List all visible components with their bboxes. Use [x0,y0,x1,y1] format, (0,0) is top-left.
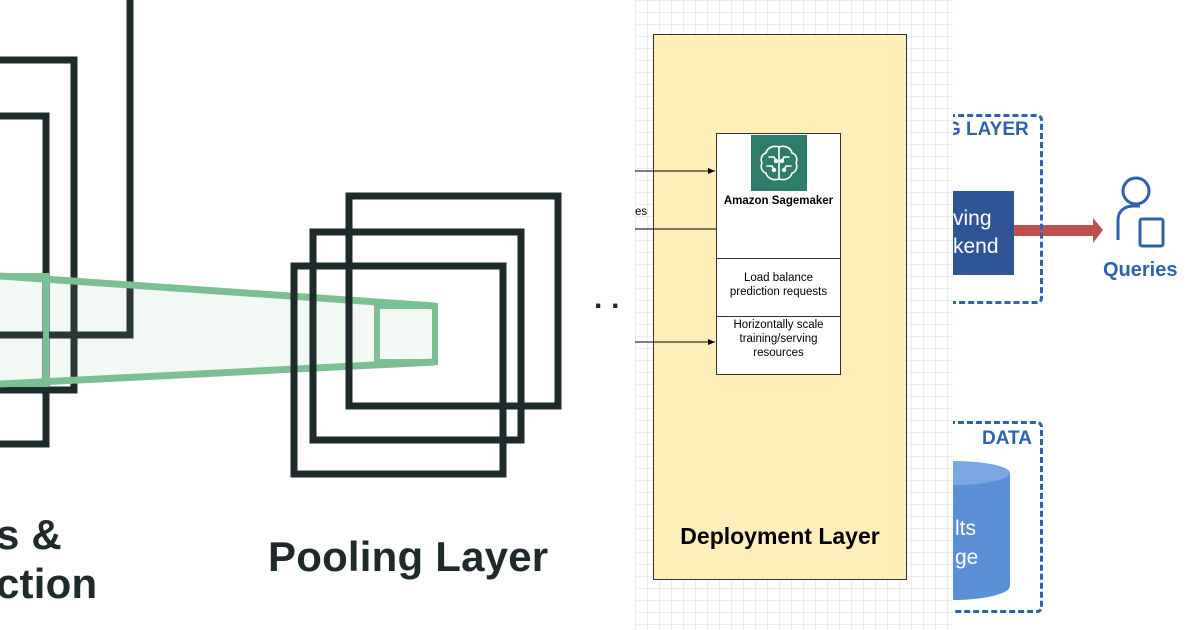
storage-text-fragment: ge [955,546,979,569]
pooling-map-frame [309,228,525,444]
serving-panel: G LAYER DATA ving kend Queries lts ge [953,0,1200,630]
user-device-icon [1116,176,1165,248]
separator-dots: . . [594,282,620,315]
horizontal-scale-text: Horizontally scale training/serving reso… [733,319,824,359]
sagemaker-label: Amazon Sagemaker [723,195,834,207]
storage-cylinder [953,461,1010,600]
deployment-panel: Deployment Layer Amazon Sa [635,0,953,630]
pooling-kernel-window [374,303,438,365]
storage-text-fragment: lts [955,517,976,540]
input-kernel-window [0,273,49,387]
pooling-layer-label: Pooling Layer [268,533,549,580]
projection-cone [0,276,435,384]
edge-label-fragment: es [635,206,648,218]
component-divider [717,316,840,317]
layer-label-fragment: ction [0,560,98,607]
serving-layer-heading: G LAYER [953,119,1029,140]
pooling-map-frame [345,192,562,410]
feature-map-frame [0,0,134,339]
backend-text-fragment: kend [953,235,999,258]
feature-map-frame [0,56,78,394]
cnn-diagram [0,0,562,478]
serving-layer-box: G LAYER [953,114,1043,304]
layer-label-fragment: s & [0,511,62,558]
deployment-layer-title: Deployment Layer [680,523,880,549]
serving-backend-block: ving kend [953,191,1014,275]
component-divider [717,258,840,259]
load-balance-text: Load balance prediction requests [729,272,828,298]
backend-text-fragment: ving [953,207,992,230]
deploy-connectors [635,168,716,345]
query-arrow-head [1093,218,1103,243]
pooling-map-frame [290,262,507,478]
data-layer-heading: DATA [982,428,1032,449]
projection-line [0,358,436,388]
sagemaker-component: Amazon Sagemaker Load balance prediction… [716,133,841,375]
projection-line [0,272,436,310]
cnn-pooling-panel: s & ction Pooling Layer . . [0,0,620,607]
data-layer-box: DATA [953,421,1043,613]
queries-label: Queries [1103,259,1178,281]
query-arrow-shaft [1014,225,1096,236]
sagemaker-brain-icon [751,135,807,191]
serving-graphics [953,176,1165,600]
